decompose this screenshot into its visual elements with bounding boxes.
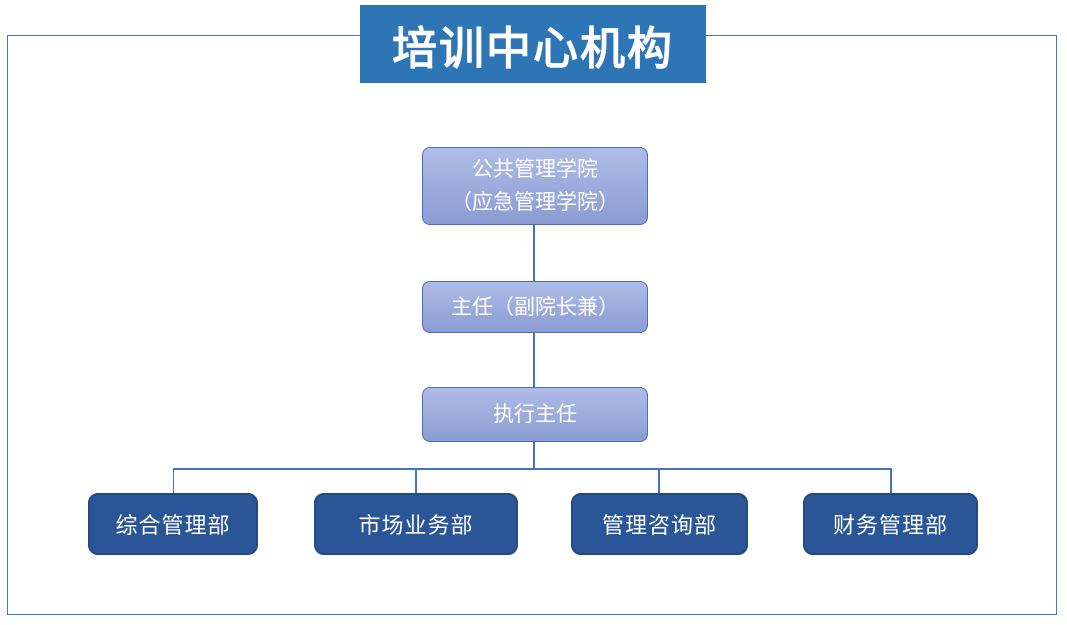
dept-box-management-consulting: 管理咨询部: [571, 493, 748, 555]
connector-horizontal-bus: [172, 468, 892, 470]
org-box-director-label: 主任（副院长兼）: [451, 294, 619, 319]
dept-box-management-consulting-label: 管理咨询部: [601, 514, 717, 539]
org-box-director: 主任（副院长兼）: [422, 281, 648, 333]
dept-box-financial-management: 财务管理部: [803, 493, 978, 555]
dept-box-market-business-label: 市场业务部: [358, 514, 474, 539]
connector-drop-management-consulting: [658, 468, 660, 494]
org-box-executive-director-label: 执行主任: [493, 402, 577, 427]
org-box-root-line1: 公共管理学院: [472, 157, 598, 182]
connector-drop-general-management: [172, 468, 174, 494]
chart-title-banner: 培训中心机构: [360, 5, 706, 83]
dept-box-market-business: 市场业务部: [314, 493, 518, 555]
connector-executive-bus: [533, 441, 535, 469]
org-box-root: 公共管理学院 （应急管理学院）: [422, 147, 648, 225]
dept-box-general-management: 综合管理部: [88, 493, 258, 555]
connector-drop-market-business: [415, 468, 417, 494]
org-box-root-line2: （应急管理学院）: [451, 190, 619, 214]
org-box-executive-director: 执行主任: [422, 387, 648, 442]
connector-director-executive: [533, 332, 535, 388]
chart-title: 培训中心机构: [391, 21, 674, 75]
dept-box-financial-management-label: 财务管理部: [832, 514, 948, 539]
connector-root-director: [533, 224, 535, 282]
connector-drop-financial-management: [890, 468, 892, 494]
dept-box-general-management-label: 综合管理部: [115, 514, 231, 539]
